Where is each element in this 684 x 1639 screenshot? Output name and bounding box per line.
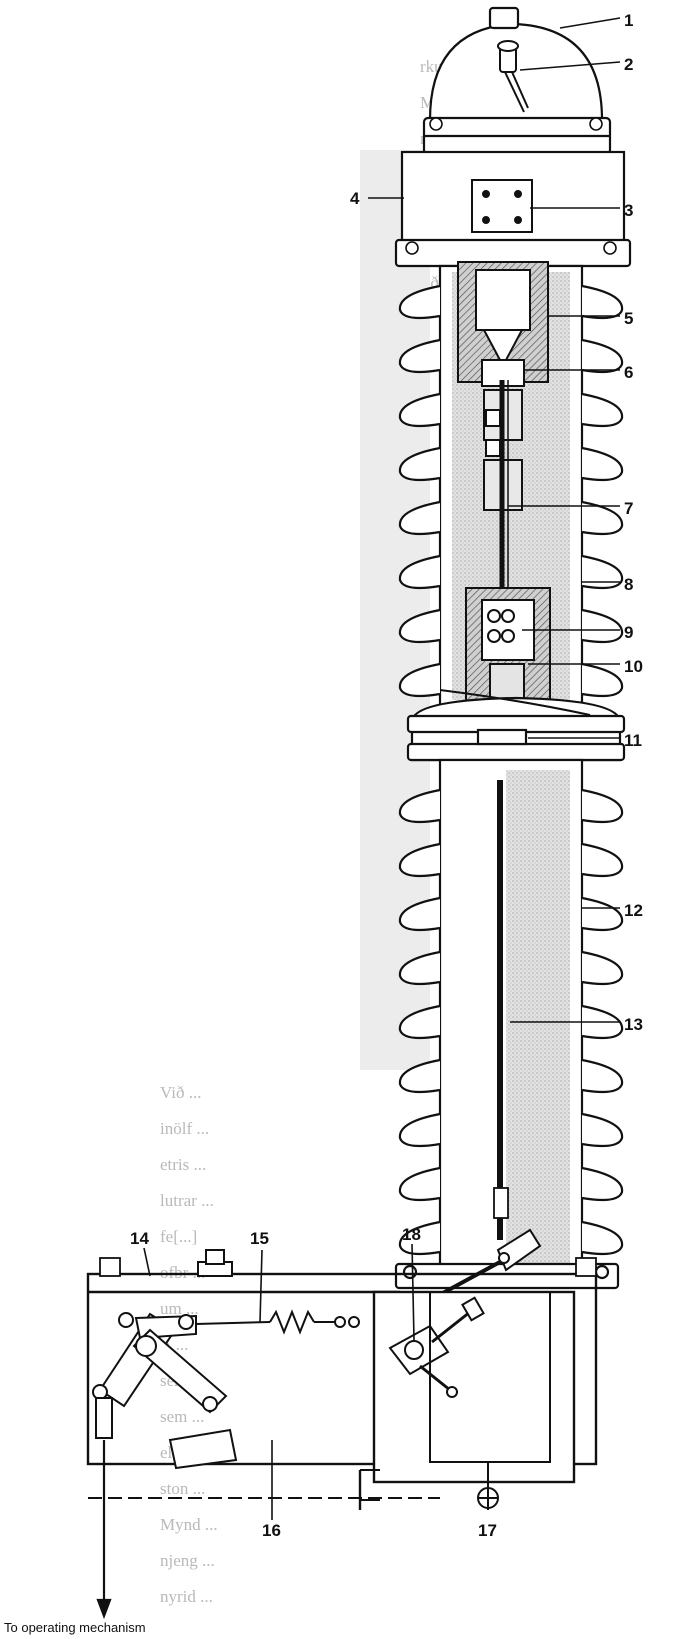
callout-numbers: 1 2 3 4 5 6 7 8 9 10 11 12 13 14 15 16 1… bbox=[130, 11, 643, 1540]
bleed-line: etris ... bbox=[160, 1155, 206, 1174]
insulator-shed bbox=[581, 554, 624, 590]
insulator-shed bbox=[581, 662, 624, 698]
mechanism-housing bbox=[86, 1272, 598, 1510]
callout-1: 1 bbox=[624, 11, 633, 30]
upper-terminal-block bbox=[471, 179, 533, 233]
callout-10: 10 bbox=[624, 657, 643, 676]
callout-18: 18 bbox=[402, 1225, 421, 1244]
bleed-line: lutrar ... bbox=[160, 1191, 214, 1210]
insulator-shed bbox=[398, 446, 441, 482]
callout-3: 3 bbox=[624, 201, 633, 220]
insulator-shed bbox=[581, 950, 624, 986]
drain-valve-pipe bbox=[360, 1291, 551, 1510]
callout-6: 6 bbox=[624, 363, 633, 382]
insulator-shed bbox=[581, 1058, 624, 1094]
insulator-shed bbox=[581, 446, 624, 482]
cutaway-edge bbox=[439, 689, 591, 716]
insulator-shed bbox=[581, 284, 624, 320]
callout-16: 16 bbox=[262, 1521, 281, 1540]
insulator-shed bbox=[398, 788, 441, 824]
insulator-shed bbox=[581, 1166, 624, 1202]
insulator-shed bbox=[581, 1220, 624, 1256]
insulator-shed bbox=[581, 788, 624, 824]
callout-4: 4 bbox=[350, 189, 360, 208]
insulator-shed bbox=[581, 1112, 624, 1148]
bleed-line: Mynd ... bbox=[160, 1515, 218, 1534]
insulator-shed bbox=[398, 608, 441, 644]
callout-11: 11 bbox=[624, 731, 642, 750]
bleed-line: fe[...] bbox=[160, 1227, 197, 1246]
bleed-line: nyrid ... bbox=[160, 1587, 213, 1606]
insulator-shed bbox=[581, 896, 624, 932]
insulator-shed bbox=[581, 608, 624, 644]
middle-flange bbox=[406, 696, 626, 762]
callout-8: 8 bbox=[624, 575, 633, 594]
operating-mechanism-caption: To operating mechanism bbox=[4, 1620, 146, 1635]
callout-7: 7 bbox=[624, 499, 633, 518]
insulator-shed bbox=[398, 950, 441, 986]
bleed-line: um ... bbox=[160, 1299, 199, 1318]
bleed-line: ston ... bbox=[160, 1479, 205, 1498]
horizontal-link-spring bbox=[195, 1309, 360, 1335]
callout-13: 13 bbox=[624, 1015, 643, 1034]
insulator-shed bbox=[398, 1004, 441, 1040]
insulator-shed bbox=[398, 1112, 441, 1148]
insulator-sheds-lower bbox=[398, 788, 624, 1256]
cap-bolts bbox=[405, 117, 617, 255]
callout-12: 12 bbox=[624, 901, 643, 920]
bleed-line: njeng ... bbox=[160, 1551, 215, 1570]
callout-17: 17 bbox=[478, 1521, 497, 1540]
insulator-shed bbox=[398, 896, 441, 932]
auxiliary-lever bbox=[388, 1296, 485, 1398]
insulator-shed bbox=[398, 392, 441, 428]
bleed-line: sem ... bbox=[160, 1407, 204, 1426]
insulator-sheds-upper bbox=[398, 284, 624, 698]
callout-2: 2 bbox=[624, 55, 633, 74]
housing-top-boss bbox=[197, 1249, 233, 1277]
callout-leaders bbox=[143, 17, 621, 1341]
insulator-shed bbox=[581, 338, 624, 374]
halftone-panel bbox=[360, 150, 430, 1070]
insulator-shed bbox=[581, 842, 624, 878]
housing-corner-bolts bbox=[99, 1257, 597, 1277]
lower-chamber-fill bbox=[506, 770, 570, 1270]
insulator-shed bbox=[398, 554, 441, 590]
callout-9: 9 bbox=[624, 623, 633, 642]
rod-coupling bbox=[493, 1187, 509, 1219]
callout-5: 5 bbox=[624, 309, 633, 328]
bleed-line: Við ... bbox=[160, 1083, 201, 1102]
operating-mechanism-arrow bbox=[96, 1440, 112, 1620]
upper-contact-assembly bbox=[457, 261, 549, 511]
insulator-shed bbox=[398, 662, 441, 698]
insulator-shed bbox=[398, 284, 441, 320]
insulator-shed bbox=[398, 1220, 441, 1256]
insulator-shed bbox=[398, 1058, 441, 1094]
callout-14: 14 bbox=[130, 1229, 149, 1248]
insulator-shed bbox=[398, 500, 441, 536]
filler-plug bbox=[497, 40, 529, 113]
insulator-shed bbox=[398, 842, 441, 878]
insulator-shed bbox=[581, 392, 624, 428]
insulator-shed bbox=[398, 338, 441, 374]
insulator-shed bbox=[581, 500, 624, 536]
operating-linkage bbox=[92, 1312, 238, 1470]
bleed-line: inölf ... bbox=[160, 1119, 209, 1138]
insulator-shed bbox=[398, 1166, 441, 1202]
callout-15: 15 bbox=[250, 1229, 269, 1248]
bleed-line: ofbr ... bbox=[160, 1263, 205, 1282]
